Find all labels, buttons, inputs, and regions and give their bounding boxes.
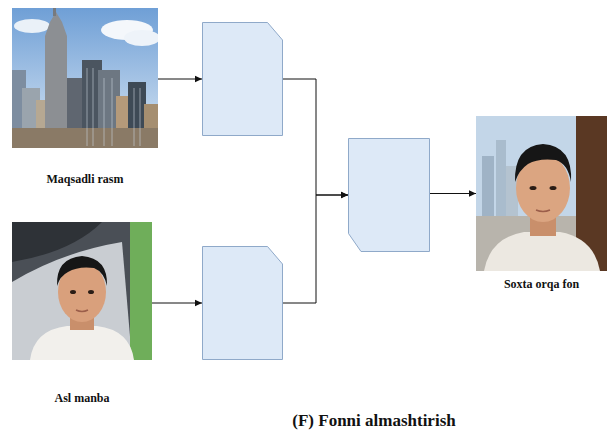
portrait-photo <box>12 222 152 360</box>
image-box: Maqsadli rasm <box>12 8 158 148</box>
block-outline <box>202 22 283 136</box>
city-photo <box>12 8 158 148</box>
block-outline <box>202 246 283 360</box>
result-photo <box>476 116 607 271</box>
arrow-connector <box>158 79 202 80</box>
network-block <box>202 22 283 136</box>
block-outline <box>348 138 430 252</box>
image-box: Asl manba <box>12 222 152 360</box>
image-box: Soxta orqa fon <box>476 116 607 271</box>
arrow-connector <box>430 193 476 194</box>
arrow-connector <box>283 79 348 195</box>
network-block <box>202 246 283 360</box>
arrow-connector <box>283 195 348 303</box>
network-block <box>348 138 430 252</box>
figure-caption: (F) Fonni almashtirish <box>292 411 455 431</box>
image-label: Asl manba <box>54 391 109 405</box>
image-label: Soxta orqa fon <box>504 277 579 291</box>
arrow-connector <box>152 303 202 304</box>
image-label: Maqsadli rasm <box>46 172 123 186</box>
